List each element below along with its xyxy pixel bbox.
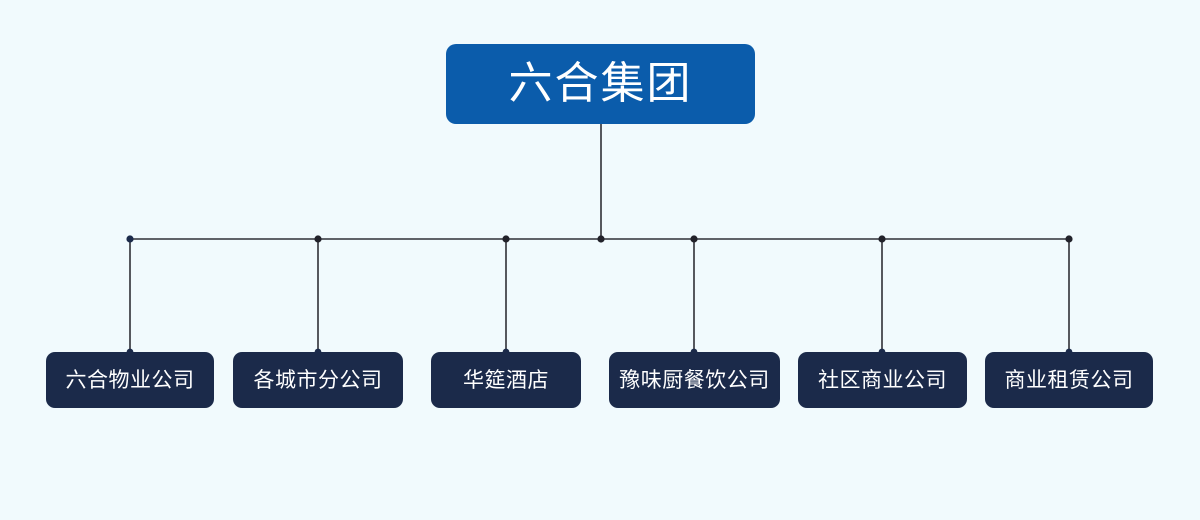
junction-dot-bus-0 — [126, 235, 134, 243]
org-node-root[interactable]: 六合集团 — [446, 44, 755, 124]
org-node-child-0[interactable]: 六合物业公司 — [46, 352, 214, 408]
org-node-child-5[interactable]: 商业租赁公司 — [985, 352, 1153, 408]
org-node-child-1[interactable]: 各城市分公司 — [233, 352, 403, 408]
org-node-child-3[interactable]: 豫味厨餐饮公司 — [609, 352, 780, 408]
junction-dot-bus-4 — [878, 235, 886, 243]
junction-dot-bus-2 — [502, 235, 510, 243]
org-node-child-4[interactable]: 社区商业公司 — [798, 352, 967, 408]
junction-dot-root — [597, 235, 605, 243]
junction-dot-bus-5 — [1065, 235, 1073, 243]
org-node-child-2[interactable]: 华筵酒店 — [431, 352, 581, 408]
junction-dot-bus-3 — [690, 235, 698, 243]
junction-dot-bus-1 — [314, 235, 322, 243]
